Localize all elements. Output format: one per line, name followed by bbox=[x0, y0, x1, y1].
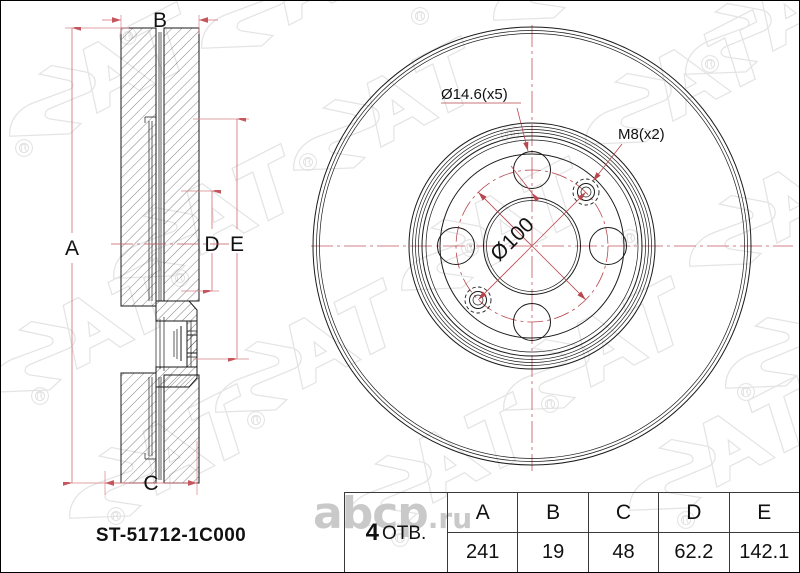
spec-header-d: D bbox=[658, 492, 730, 533]
lug-hole-callout-label: Ø14.6(x5) bbox=[441, 86, 508, 103]
dimension-b: B bbox=[102, 9, 218, 34]
holes-count-text: ОТВ. bbox=[382, 522, 427, 544]
spec-header-a: A bbox=[446, 492, 519, 533]
spec-value-a: 241 bbox=[446, 532, 519, 572]
rotor-outer-edge bbox=[312, 26, 752, 466]
part-number: ST-51712-1C000 bbox=[95, 525, 247, 546]
dimension-d: D bbox=[181, 191, 220, 291]
dimension-label-a: A bbox=[65, 237, 79, 260]
threaded-hole-upper-right bbox=[572, 178, 600, 206]
lug-hole-bottom bbox=[513, 303, 551, 341]
threaded-hole-lower-left bbox=[464, 286, 492, 314]
spec-header-b: B bbox=[517, 492, 589, 533]
spec-table-value-row: 241 19 48 62.2 142.1 bbox=[345, 532, 799, 572]
spec-value-d: 62.2 bbox=[658, 532, 730, 572]
spec-value-c: 48 bbox=[587, 532, 660, 572]
spec-value-e: 142.1 bbox=[728, 532, 799, 572]
threaded-holes bbox=[464, 178, 600, 314]
spec-value-b: 19 bbox=[517, 532, 589, 572]
dimension-label-c: C bbox=[143, 472, 158, 495]
dimension-a: A bbox=[65, 28, 129, 483]
dimension-label-d: D bbox=[204, 233, 219, 256]
lug-hole-right bbox=[589, 227, 627, 265]
holes-count-number: 4 bbox=[365, 518, 379, 546]
bolt-circle-centerline bbox=[455, 169, 609, 323]
threaded-hole-callout-label: M8(x2) bbox=[618, 126, 665, 143]
dimension-e: E bbox=[193, 119, 249, 359]
dimension-label-e: E bbox=[230, 233, 244, 256]
spec-header-c: C bbox=[587, 492, 660, 533]
lug-hole-top bbox=[513, 151, 551, 189]
rotor-hat-rings bbox=[408, 122, 656, 370]
dimension-label-b: B bbox=[153, 9, 167, 32]
threaded-hole-callout: M8(x2) bbox=[592, 126, 665, 182]
lug-hole-callout: Ø14.6(x5) bbox=[441, 86, 540, 202]
dimension-c: C bbox=[104, 441, 198, 495]
lug-holes bbox=[437, 151, 627, 341]
face-centerlines bbox=[311, 25, 793, 471]
spec-header-e: E bbox=[728, 492, 799, 533]
lug-hole-left bbox=[437, 227, 475, 265]
rotor-cross-section bbox=[120, 27, 200, 484]
